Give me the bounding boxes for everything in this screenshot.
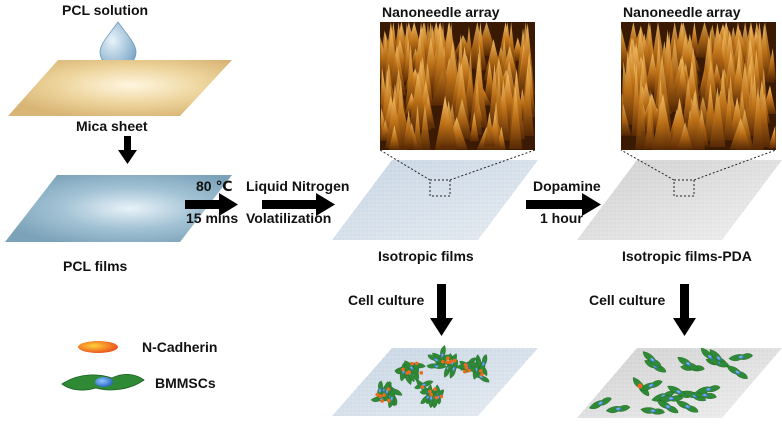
arrow-right-icon-3 bbox=[526, 193, 601, 216]
down-arrow-icon-3 bbox=[673, 284, 696, 336]
down-arrow-icon-2 bbox=[430, 284, 453, 336]
label-nanoneedle-array-2: Nanoneedle array bbox=[623, 4, 741, 20]
label-pcl-solution: PCL solution bbox=[62, 2, 149, 18]
label-volatilization: Volatilization bbox=[246, 210, 332, 226]
label-n-cadherin: N-Cadherin bbox=[142, 339, 218, 355]
label-time: 15 mins bbox=[186, 210, 239, 226]
label-one-hour: 1 hour bbox=[540, 210, 583, 226]
down-arrow-icon bbox=[118, 136, 137, 164]
zoom-indicator-2 bbox=[620, 149, 777, 197]
arrow-right-icon-2 bbox=[262, 193, 335, 216]
label-isotropic-films-pda: Isotropic films-PDA bbox=[622, 248, 752, 264]
label-temp: 80 ℃ bbox=[196, 178, 233, 194]
label-liquid-nitrogen: Liquid Nitrogen bbox=[246, 178, 350, 194]
nanoneedle-array-image-1 bbox=[380, 22, 535, 150]
label-mica-sheet: Mica sheet bbox=[76, 118, 148, 134]
label-isotropic-films: Isotropic films bbox=[378, 248, 474, 264]
legend-bmmsc-icon bbox=[61, 374, 145, 391]
label-dopamine: Dopamine bbox=[533, 178, 601, 194]
spread-cells bbox=[588, 347, 753, 415]
pcl-film bbox=[5, 175, 232, 242]
cell-clusters bbox=[370, 345, 490, 409]
arrow-right-icon-1 bbox=[185, 193, 238, 216]
nanoneedle-array-image-2 bbox=[621, 22, 776, 150]
label-pcl-films: PCL films bbox=[63, 258, 128, 274]
label-bmmscs: BMMSCs bbox=[155, 375, 216, 391]
label-nanoneedle-array-1: Nanoneedle array bbox=[382, 4, 500, 20]
label-cell-culture-2: Cell culture bbox=[589, 292, 666, 308]
legend-n-cadherin-icon bbox=[78, 341, 118, 353]
mica-sheet bbox=[8, 60, 232, 116]
label-cell-culture-1: Cell culture bbox=[348, 292, 425, 308]
zoom-indicator-1 bbox=[379, 149, 536, 197]
